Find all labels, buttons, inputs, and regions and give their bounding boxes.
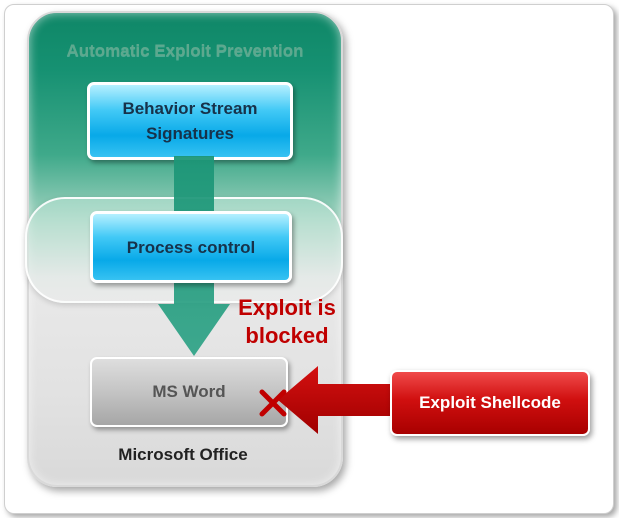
process-control-box: Process control — [90, 211, 292, 283]
process-control-label: Process control — [126, 237, 256, 257]
exploit-blocked-line1: Exploit is — [238, 295, 336, 320]
exploit-shellcode-label: Exploit Shellcode — [419, 393, 561, 412]
microsoft-office-label: Microsoft Office — [118, 445, 248, 464]
left-arrow — [278, 366, 394, 434]
bss-label-line1: Behavior Stream — [122, 99, 258, 118]
ms-word-label: MS Word — [152, 382, 226, 401]
ms-word-box: MS Word — [90, 357, 288, 427]
aep-title: Automatic Exploit Prevention — [66, 41, 304, 60]
block-x-icon — [259, 389, 287, 417]
exploit-blocked-annotation: Exploit is blocked — [232, 294, 342, 350]
exploit-blocked-line2: blocked — [245, 323, 329, 348]
bss-label-line2: Signatures — [146, 124, 234, 143]
behavior-stream-signatures-box: Behavior Stream Signatures — [87, 82, 293, 160]
exploit-shellcode-box: Exploit Shellcode — [390, 370, 590, 436]
